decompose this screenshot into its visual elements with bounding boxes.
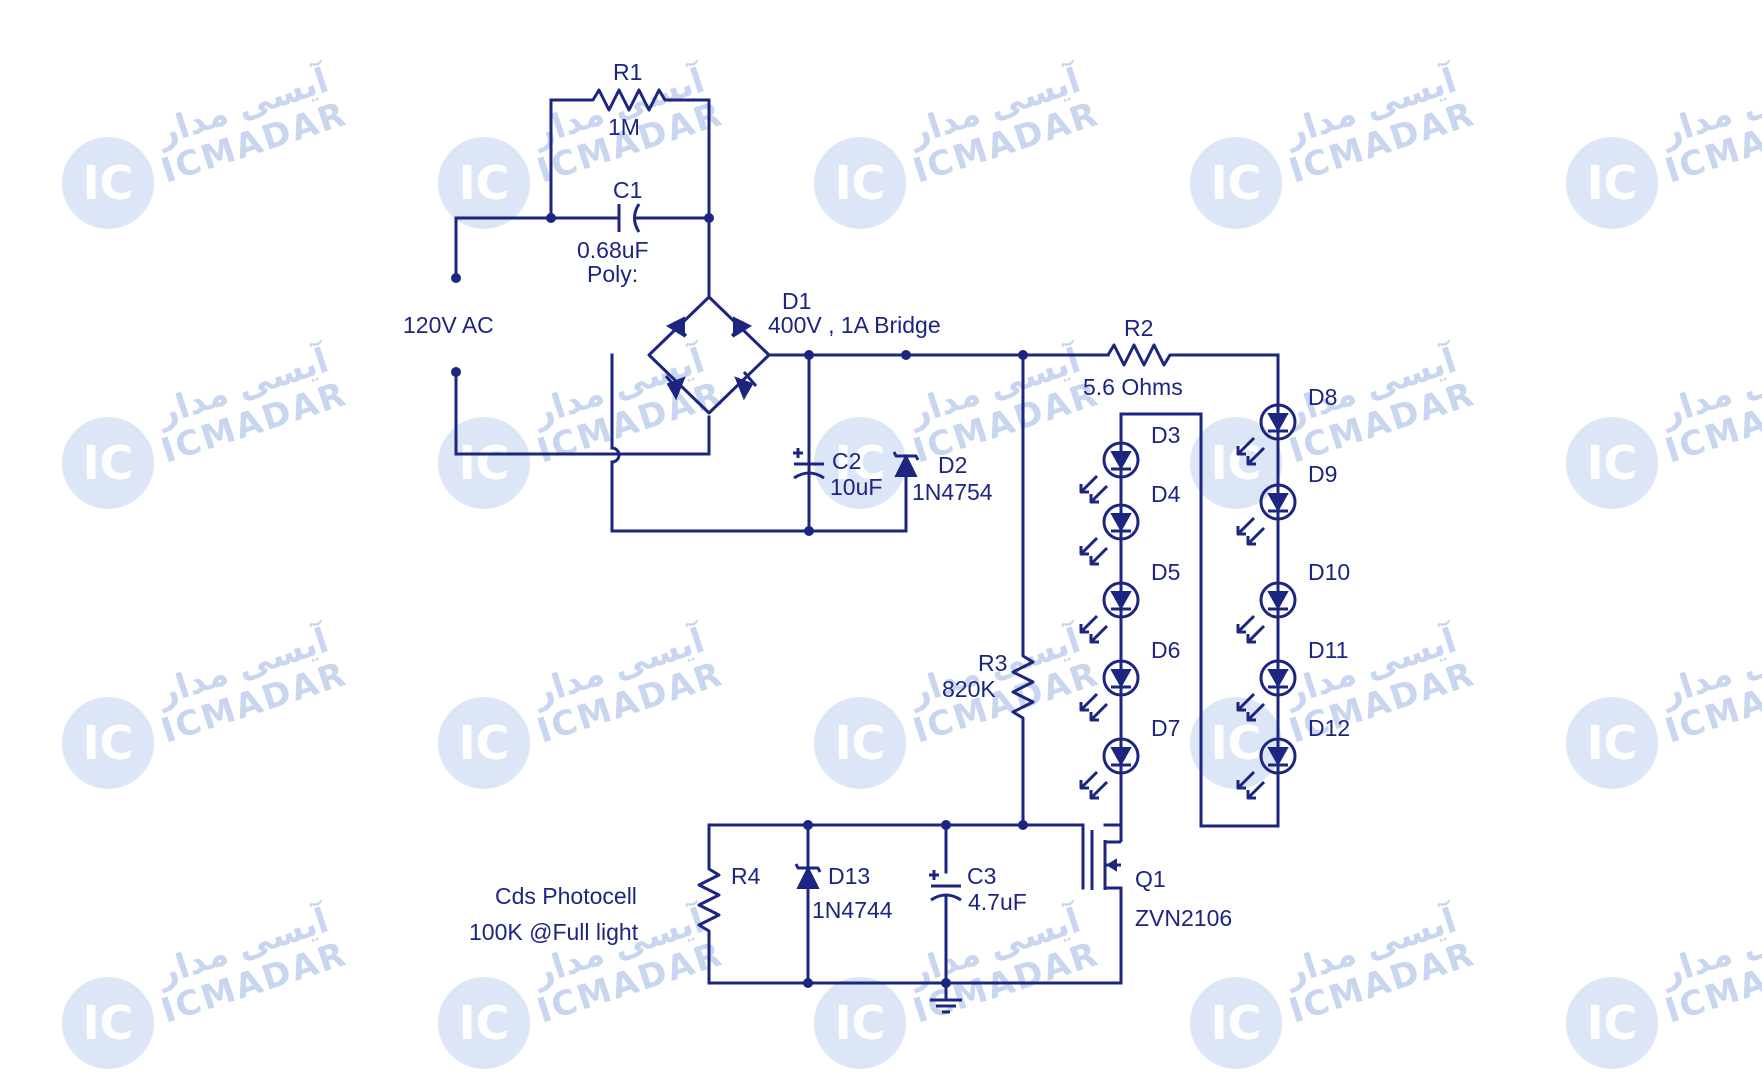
svg-text:IC: IC — [1587, 156, 1638, 210]
c1-value-label: 0.68uF — [577, 237, 649, 263]
d13-name-label: D13 — [828, 863, 870, 889]
resistor-r2 — [1101, 343, 1176, 367]
resistor-r3 — [1011, 650, 1035, 730]
led-d4-label: D4 — [1151, 481, 1181, 507]
led-d12-label: D12 — [1308, 715, 1350, 741]
svg-text:IC: IC — [83, 436, 134, 490]
bridge-rectifier-d1 — [647, 295, 771, 415]
led-d3-label: D3 — [1151, 422, 1180, 448]
svg-text:IC: IC — [1211, 156, 1262, 210]
svg-text:IC: IC — [1587, 716, 1638, 770]
c1-name-label: C1 — [613, 177, 642, 203]
led-d8: D8 — [1236, 384, 1337, 466]
led-d11-label: D11 — [1308, 637, 1349, 663]
svg-text:IC: IC — [1587, 996, 1638, 1050]
svg-text:IC: IC — [83, 156, 134, 210]
svg-text:IC: IC — [835, 996, 886, 1050]
svg-text:IC: IC — [1211, 996, 1262, 1050]
source-label: 120V AC — [403, 312, 494, 338]
svg-text:IC: IC — [459, 716, 510, 770]
r1-name-label: R1 — [613, 59, 642, 85]
capacitor-c3 — [929, 870, 962, 902]
led-d3: D3 — [1079, 422, 1180, 504]
resistor-r1 — [587, 88, 671, 112]
capacitor-c2 — [793, 448, 825, 480]
zener-d2 — [892, 451, 920, 477]
zener-d13 — [794, 863, 822, 889]
r3-name-label: R3 — [978, 650, 1007, 676]
led-d10-label: D10 — [1308, 559, 1350, 585]
led-d9: D9 — [1236, 461, 1337, 546]
labels: R1 1M C1 0.68uF Poly: 120V AC D1 400V , … — [403, 59, 1232, 945]
led-d9-label: D9 — [1308, 461, 1337, 487]
c2-value-label: 10uF — [830, 474, 882, 500]
ground-symbol — [930, 998, 962, 1014]
d2-value-label: 1N4754 — [912, 479, 993, 505]
svg-text:IC: IC — [83, 996, 134, 1050]
led-d7: D7 — [1079, 715, 1180, 800]
r2-name-label: R2 — [1124, 315, 1153, 341]
photocell-line2-label: 100K @Full light — [469, 919, 639, 945]
svg-text:IC: IC — [1211, 716, 1262, 770]
led-d5: D5 — [1079, 559, 1180, 644]
c3-name-label: C3 — [967, 863, 996, 889]
svg-text:IC: IC — [835, 716, 886, 770]
c1-type-label: Poly: — [587, 261, 638, 287]
d2-name-label: D2 — [938, 452, 967, 478]
led-d6-label: D6 — [1151, 637, 1180, 663]
c3-value-label: 4.7uF — [968, 889, 1027, 915]
svg-text:IC: IC — [835, 156, 886, 210]
led-d10: D10 — [1236, 559, 1350, 644]
photocell-line1-label: Cds Photocell — [495, 883, 637, 909]
led-d4: D4 — [1079, 481, 1181, 566]
svg-text:IC: IC — [459, 996, 510, 1050]
capacitor-c1 — [617, 203, 641, 233]
q1-name-label: Q1 — [1135, 866, 1166, 892]
r1-value-label: 1M — [608, 114, 640, 140]
d1-value-label: 400V , 1A Bridge — [768, 312, 941, 338]
svg-text:IC: IC — [459, 436, 510, 490]
led-d8-label: D8 — [1308, 384, 1337, 410]
svg-text:IC: IC — [459, 156, 510, 210]
mosfet-q1 — [1081, 825, 1123, 890]
svg-text:IC: IC — [1587, 436, 1638, 490]
svg-text:IC: IC — [83, 716, 134, 770]
r3-value-label: 820K — [942, 676, 996, 702]
c2-name-label: C2 — [832, 448, 861, 474]
led-d6: D6 — [1079, 637, 1180, 722]
led-d7-label: D7 — [1151, 715, 1180, 741]
r4-name-label: R4 — [731, 863, 761, 889]
r2-value-label: 5.6 Ohms — [1083, 374, 1183, 400]
photocell-r4 — [697, 863, 721, 943]
q1-value-label: ZVN2106 — [1135, 905, 1232, 931]
d13-value-label: 1N4744 — [812, 897, 893, 923]
d1-name-label: D1 — [782, 288, 811, 314]
led-d5-label: D5 — [1151, 559, 1180, 585]
led-d11: D11 — [1236, 637, 1349, 722]
led-d12: D12 — [1236, 715, 1350, 800]
svg-text:IC: IC — [835, 436, 886, 490]
junction-dots — [451, 213, 1028, 988]
